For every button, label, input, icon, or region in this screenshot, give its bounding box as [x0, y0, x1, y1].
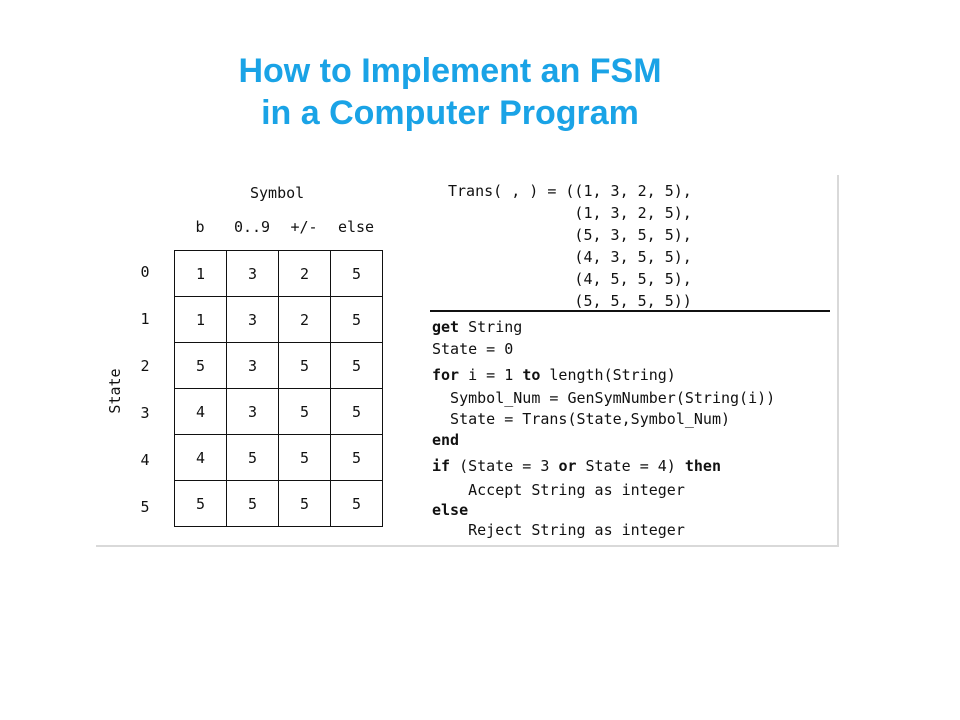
table-cell: 1 — [174, 250, 227, 297]
table-row: 1 3 2 5 — [174, 250, 383, 297]
keyword-then: then — [684, 457, 721, 475]
code-text: length(String) — [540, 366, 676, 384]
code-text: State = 4) — [576, 457, 685, 475]
table-cell: 3 — [226, 342, 279, 389]
trans-decl-line: (5, 5, 5, 5)) — [448, 292, 692, 310]
code-line-reject: Reject String as integer — [432, 521, 685, 539]
table-cell: 5 — [330, 388, 383, 435]
keyword-for: for — [432, 366, 460, 384]
table-cell: 5 — [278, 388, 331, 435]
code-line-end: end — [432, 431, 459, 449]
column-header-digits: 0..9 — [233, 218, 271, 236]
table-cell: 5 — [330, 434, 383, 481]
code-text: i = 1 — [459, 366, 523, 384]
keyword-else: else — [432, 501, 469, 519]
table-cell: 3 — [226, 250, 279, 297]
code-line-symbol-num: Symbol_Num = GenSymNumber(String(i)) — [432, 389, 776, 407]
trans-decl-line: (4, 5, 5, 5), — [448, 270, 692, 288]
table-cell: 3 — [226, 388, 279, 435]
code-line-accept: Accept String as integer — [432, 481, 685, 499]
table-cell: 5 — [278, 480, 331, 527]
table-cell: 5 — [330, 480, 383, 527]
column-header-b: b — [195, 218, 205, 236]
trans-decl-line: (1, 3, 2, 5), — [448, 204, 692, 222]
row-header-state-0: 0 — [140, 263, 150, 281]
keyword-if: if — [432, 457, 451, 475]
table-cell: 5 — [278, 342, 331, 389]
table-cell: 5 — [278, 434, 331, 481]
table-cell: 5 — [226, 434, 279, 481]
table-row: 1 3 2 5 — [174, 296, 383, 343]
row-header-state-3: 3 — [140, 404, 150, 422]
symbol-axis-label: Symbol — [250, 184, 305, 202]
keyword-get: get — [432, 318, 460, 336]
table-cell: 5 — [330, 342, 383, 389]
code-line-get: get String — [432, 318, 522, 336]
title-line-2: in a Computer Program — [261, 94, 639, 132]
keyword-to: to — [522, 366, 541, 384]
table-cell: 5 — [174, 342, 227, 389]
code-line-for: for i = 1 to length(String) — [432, 366, 676, 384]
table-row: 4 5 5 5 — [174, 434, 383, 481]
table-row: 5 5 5 5 — [174, 480, 383, 527]
row-header-state-2: 2 — [140, 357, 150, 375]
slide-title: How to Implement an FSM in a Computer Pr… — [0, 50, 900, 134]
transition-table: 1 3 2 5 1 3 2 5 5 3 5 5 4 3 5 5 4 5 5 5 … — [174, 250, 383, 527]
table-cell: 2 — [278, 296, 331, 343]
table-cell: 3 — [226, 296, 279, 343]
table-cell: 5 — [330, 296, 383, 343]
keyword-or: or — [558, 457, 577, 475]
separator-rule — [430, 310, 830, 312]
column-header-sign: +/- — [290, 218, 318, 236]
table-row: 4 3 5 5 — [174, 388, 383, 435]
table-cell: 1 — [174, 296, 227, 343]
table-cell: 5 — [330, 250, 383, 297]
code-text: String — [459, 318, 523, 336]
state-axis-label: State — [106, 368, 124, 414]
code-line-state-init: State = 0 — [432, 340, 514, 358]
table-cell: 2 — [278, 250, 331, 297]
row-header-state-5: 5 — [140, 498, 150, 516]
table-cell: 4 — [174, 388, 227, 435]
keyword-end: end — [432, 431, 460, 449]
trans-decl-line: Trans( , ) = ((1, 3, 2, 5), — [448, 182, 692, 200]
table-cell: 5 — [226, 480, 279, 527]
code-text: (State = 3 — [450, 457, 559, 475]
figure-shadow-bottom — [96, 545, 839, 547]
code-line-if: if (State = 3 or State = 4) then — [432, 457, 721, 475]
table-cell: 4 — [174, 434, 227, 481]
code-line-else: else — [432, 501, 468, 519]
row-header-state-4: 4 — [140, 451, 150, 469]
row-header-state-1: 1 — [140, 310, 150, 328]
trans-decl-line: (5, 3, 5, 5), — [448, 226, 692, 244]
figure-shadow-right — [837, 175, 839, 547]
table-row: 5 3 5 5 — [174, 342, 383, 389]
title-line-1: How to Implement an FSM — [238, 52, 662, 90]
table-cell: 5 — [174, 480, 227, 527]
trans-decl-line: (4, 3, 5, 5), — [448, 248, 692, 266]
column-header-else: else — [337, 218, 375, 236]
code-line-state-update: State = Trans(State,Symbol_Num) — [432, 410, 731, 428]
